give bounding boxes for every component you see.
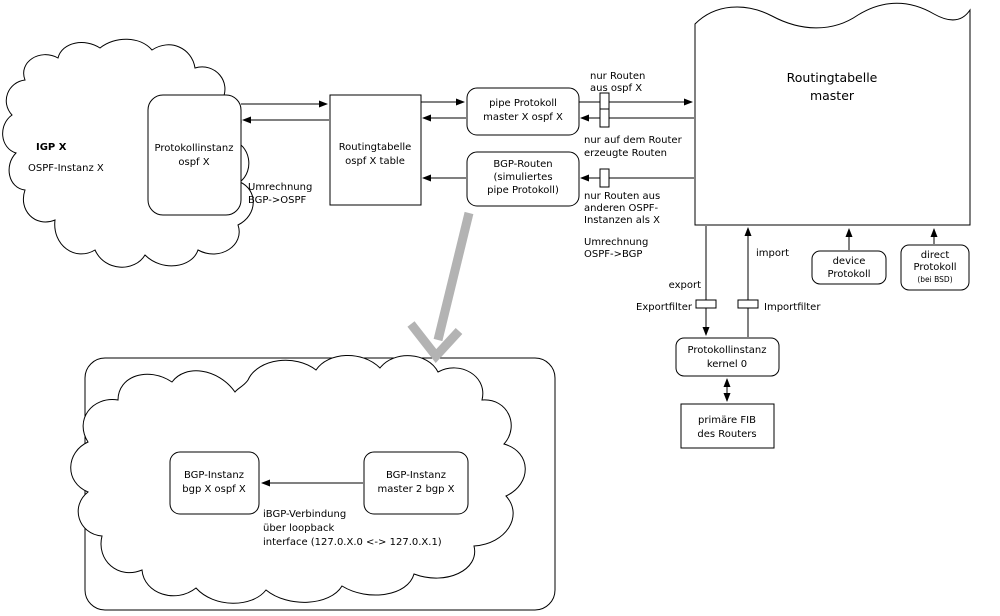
direct-protokoll-line1: direct [921,250,950,261]
pipe-protokoll-line1: pipe Protokoll [489,98,557,109]
label-andere-ospf-line1: nur Routen aus [584,191,660,202]
filter-icon [599,108,610,128]
filter-icon [599,92,610,112]
fib-line2: des Routers [697,429,756,440]
master-title-line1: Routingtabelle [787,70,878,85]
kernel-instance-line1: Protokollinstanz [688,345,767,356]
ibgp-cloud-shape [70,355,526,604]
exportfilter-label: Exportfilter [636,302,693,313]
igp-cloud-subtitle: OSPF-Instanz X [28,163,104,174]
routingtabelle-master-box [694,2,971,226]
umrechnung-ospf-bgp-line1: Umrechnung [584,237,648,248]
importfilter-label: Importfilter [764,302,821,313]
export-label: export [669,280,701,291]
bgp-instanz-master-box [363,451,469,515]
protokollinstanz-ospf-line2: ospf X [178,157,209,168]
umrechnung-bgp-ospf-line2: BGP->OSPF [248,195,306,206]
igp-cloud-title: IGP X [36,142,67,153]
kernel-instance-line2: kernel 0 [707,359,747,370]
direct-protokoll-box [900,244,970,291]
label-nur-routen-ospf-line1: nur Routen [590,71,645,82]
umrechnung-ospf-bgp-line2: OSPF->BGP [584,249,642,260]
bgp-instanz-ospf-box [169,451,260,515]
ibgp-note-line1: iBGP-Verbindung [263,509,346,520]
routingtabelle-ospf-box [329,94,422,206]
protokollinstanz-ospf-box [147,94,242,216]
protokollinstanz-ospf-line1: Protokollinstanz [155,143,234,154]
routingtabelle-ospf-line1: Routingtabelle [339,142,412,153]
bgp-routen-box [466,151,580,207]
label-andere-ospf-line2: anderen OSPF- [584,203,659,214]
pipe-protokoll-line2: master X ospf X [483,112,563,123]
bgp-instanz-ospf-line2: bgp X ospf X [182,484,246,495]
export-filter-icon [695,299,717,309]
bgp-instanz-master-line2: master 2 bgp X [377,484,454,495]
umrechnung-bgp-ospf-line1: Umrechnung [248,182,312,193]
import-filter-icon [737,299,759,309]
label-andere-ospf-line3: Instanzen als X [584,215,660,226]
bgp-instanz-master-line1: BGP-Instanz [386,470,446,481]
label-nur-routen-ospf-line2: aus ospf X [590,83,642,94]
direct-protokoll-line2: Protokoll [913,262,956,273]
routingtabelle-ospf-line2: ospf X table [345,156,405,167]
bgp-instanz-ospf-line1: BGP-Instanz [184,470,244,481]
bgp-routen-line2: (simuliertes [493,172,552,183]
gray-arrow-shaft [433,211,474,342]
bgp-routen-line3: pipe Protokoll) [487,185,559,196]
gray-arrow-head-icon [407,321,463,363]
label-router-routen-line2: erzeugte Routen [584,148,667,159]
pipe-protokoll-box [466,87,580,136]
master-title-line2: master [810,88,855,103]
label-router-routen-line1: nur auf dem Router [584,135,683,146]
ibgp-note-line2: über loopback [263,523,334,534]
device-protokoll-box [811,250,887,285]
direct-protokoll-line3: (bei BSD) [917,275,952,284]
bgp-routen-line1: BGP-Routen [493,159,552,170]
fib-line1: primäre FIB [698,415,756,426]
device-protokoll-line1: device [833,256,866,267]
fib-box [680,403,775,449]
filter-icon [599,168,610,188]
import-label: import [756,248,789,259]
ibgp-note-line3: interface (127.0.X.0 <-> 127.0.X.1) [263,537,442,548]
device-protokoll-line2: Protokoll [827,269,870,280]
kernel-instance-box [675,337,780,377]
